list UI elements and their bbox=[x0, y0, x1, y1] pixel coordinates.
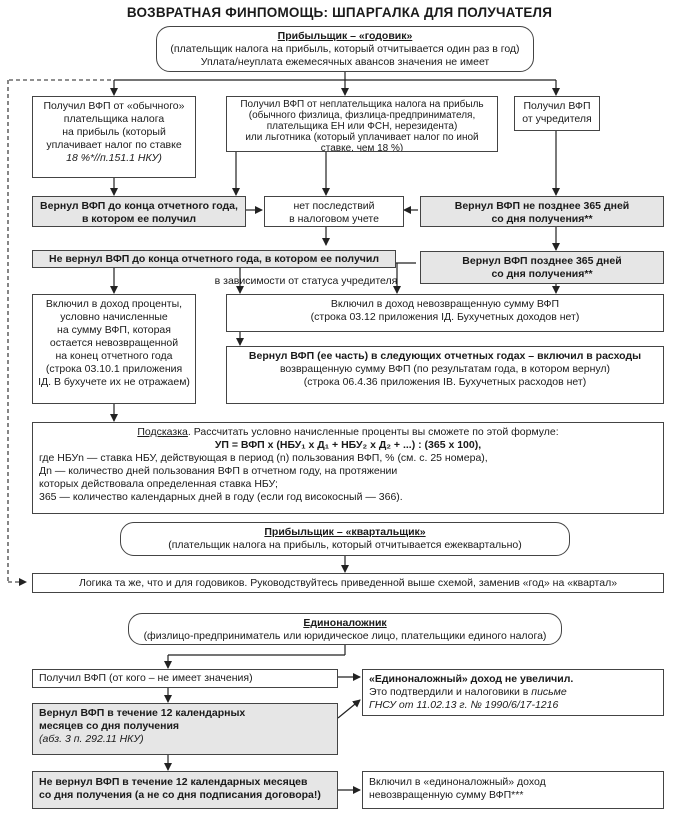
text-line: невозвращенную сумму ВФП*** bbox=[369, 789, 524, 801]
text-line: ІД. В бухучете их не отражаем) bbox=[38, 376, 190, 388]
text-line: плательщика налога bbox=[63, 113, 165, 125]
text-line: Получил ВФП от неплательщика налога на п… bbox=[240, 99, 484, 110]
founder-status-note: в зависимости от статуса учредителя bbox=[214, 275, 398, 287]
letter-ref: письме bbox=[531, 686, 567, 698]
kvartal-heading: Прибыльщик – «квартальщик» bbox=[264, 526, 426, 538]
text-line: Логика та же, что и для годовиков. Руков… bbox=[78, 577, 618, 589]
edinonal-heading: Единоналожник bbox=[303, 617, 387, 629]
text-line: Вернул ВФП до конца отчетного года, bbox=[40, 200, 238, 212]
received-from-non-payer: Получил ВФП от неплательщика налога на п… bbox=[226, 96, 498, 152]
text-line: Получил ВФП bbox=[523, 100, 591, 112]
text-line: от учредителя bbox=[522, 113, 592, 125]
text-line: (обычного физлица, физлица-предпринимате… bbox=[248, 110, 476, 121]
en-income-not-increased: «Единоналожный» доход не увеличил. Это п… bbox=[362, 669, 664, 716]
text-line: 18 %*//п.151.1 НКУ) bbox=[66, 152, 162, 164]
text-line: Вернул ВФП в течение 12 календарных bbox=[39, 707, 246, 719]
en-include-unreturned: Включил в «единоналожный» доход невозвра… bbox=[362, 771, 664, 809]
text-line: (строка 03.12 приложения ІД. Бухучетных … bbox=[310, 311, 580, 323]
text-line: или льготника (который уплачивает налог … bbox=[245, 132, 479, 143]
text-line: 365 — количество календарных дней в году… bbox=[39, 491, 403, 503]
text-line: Дn — количество дней пользования ВФП в о… bbox=[39, 465, 398, 477]
text-line: нет последствий bbox=[293, 200, 375, 212]
include-unreturned-income: Включил в доход невозвращенную сумму ВФП… bbox=[226, 294, 664, 332]
page-title: ВОЗВРАТНАЯ ФИНПОМОЩЬ: ШПАРГАЛКА ДЛЯ ПОЛУ… bbox=[126, 5, 553, 20]
text-line: (физлицо-предприниматель или юридическое… bbox=[143, 630, 547, 642]
no-consequences: нет последствий в налоговом учете bbox=[264, 196, 404, 227]
text-line: на прибыль (который bbox=[62, 126, 166, 138]
hint-intro: . Рассчитать условно начисленные процент… bbox=[187, 426, 559, 438]
text-line: которых действовала определенная ставка … bbox=[39, 478, 278, 490]
text-line: на конец отчетного года bbox=[55, 350, 173, 362]
text-line: Включил в доход невозвращенную сумму ВФП bbox=[330, 298, 560, 310]
text-line: уплачивает налог по ставке bbox=[46, 139, 182, 151]
kvartal-box: Прибыльщик – «квартальщик» (плательщик н… bbox=[120, 522, 570, 556]
text-line: ставке, чем 18 %) bbox=[320, 143, 404, 152]
text-line: возвращенную сумму ВФП (по результатам г… bbox=[279, 363, 611, 375]
returned-within-12-months: Вернул ВФП в течение 12 календарных меся… bbox=[32, 703, 338, 755]
text-line: (строка 06.4.36 приложения ІВ. Бухучетны… bbox=[303, 376, 587, 388]
text-line: условно начисленные bbox=[60, 311, 168, 323]
text-line: со дня получения (а не со дня подписания… bbox=[39, 789, 321, 801]
text-line: Получил ВФП (от кого – не имеет значения… bbox=[39, 672, 253, 684]
returned-within-365: Вернул ВФП не позднее 365 дней со дня по… bbox=[420, 196, 664, 227]
text-part: Это подтвердили и налоговики в bbox=[369, 686, 532, 698]
received-from-regular-payer: Получил ВФП от «обычного» плательщика на… bbox=[32, 96, 196, 178]
hint-label: Подсказка bbox=[137, 426, 188, 438]
text-line: Вернул ВФП (ее часть) в следующих отчетн… bbox=[248, 350, 642, 362]
text-line: в налоговом учете bbox=[289, 213, 379, 225]
logic-note: Логика та же, что и для годовиков. Руков… bbox=[32, 573, 664, 593]
text-line: Не вернул ВФП до конца отчетного года, в… bbox=[48, 253, 380, 265]
not-returned-within-12-months: Не вернул ВФП в течение 12 календарных м… bbox=[32, 771, 338, 809]
text-line: остается невозвращенной bbox=[49, 337, 179, 349]
godovik-heading: Прибыльщик – «годовик» bbox=[277, 30, 413, 42]
returned-within-year: Вернул ВФП до конца отчетного года, в ко… bbox=[32, 196, 246, 227]
returned-later-years: Вернул ВФП (ее часть) в следующих отчетн… bbox=[226, 346, 664, 404]
godovik-box: Прибыльщик – «годовик» (плательщик налог… bbox=[156, 26, 534, 72]
text-line: где НБУn — ставка НБУ, действующая в пер… bbox=[39, 452, 488, 464]
godovik-desc: (плательщик налога на прибыль, который о… bbox=[170, 43, 520, 55]
text-line: Не вернул ВФП в течение 12 календарных м… bbox=[39, 776, 308, 788]
text-line: со дня получения** bbox=[491, 268, 593, 280]
returned-after-365: Вернул ВФП позднее 365 дней со дня получ… bbox=[420, 251, 664, 284]
text-line: плательщика ЕН или ФСН, нерезидента) bbox=[266, 121, 458, 132]
text-line: Это подтвердили и налоговики в письме bbox=[369, 686, 657, 699]
text-line: в котором ее получил bbox=[81, 213, 197, 225]
godovik-note: Уплата/неуплата ежемесячных авансов знач… bbox=[200, 56, 490, 68]
hint-intro-line: Подсказка. Рассчитать условно начисленны… bbox=[39, 426, 657, 439]
include-interest-income: Включил в доход проценты, условно начисл… bbox=[32, 294, 196, 404]
text-line: на сумму ВФП, которая bbox=[57, 324, 171, 336]
text-line: «Единоналожный» доход не увеличил. bbox=[369, 673, 574, 685]
received-from-founder: Получил ВФП от учредителя bbox=[514, 96, 600, 131]
hint-box: Подсказка. Рассчитать условно начисленны… bbox=[32, 422, 664, 514]
not-returned-within-year: Не вернул ВФП до конца отчетного года, в… bbox=[32, 250, 396, 268]
received-any: Получил ВФП (от кого – не имеет значения… bbox=[32, 669, 338, 688]
text-line: (строка 03.10.1 приложения bbox=[45, 363, 183, 375]
text-line: месяцев со дня получения bbox=[39, 720, 180, 732]
text-line: Вернул ВФП позднее 365 дней bbox=[462, 255, 622, 267]
text-line: Включил в доход проценты, bbox=[45, 298, 183, 310]
text-line: (абз. 3 п. 292.11 НКУ) bbox=[39, 733, 144, 745]
text-line: Включил в «единоналожный» доход bbox=[369, 776, 546, 788]
edinonal-box: Единоналожник (физлицо-предприниматель и… bbox=[128, 613, 562, 645]
text-line: Получил ВФП от «обычного» bbox=[43, 100, 185, 112]
text-line: Вернул ВФП не позднее 365 дней bbox=[454, 200, 630, 212]
formula: УП = ВФП х (НБУ₁ х Д₁ + НБУ₂ х Д₂ + ...)… bbox=[214, 439, 482, 451]
text-line: ГНСУ от 11.02.13 г. № 1990/6/17-1216 bbox=[369, 699, 559, 711]
text-line: со дня получения** bbox=[491, 213, 593, 225]
text-line: (плательщик налога на прибыль, который о… bbox=[168, 539, 522, 551]
